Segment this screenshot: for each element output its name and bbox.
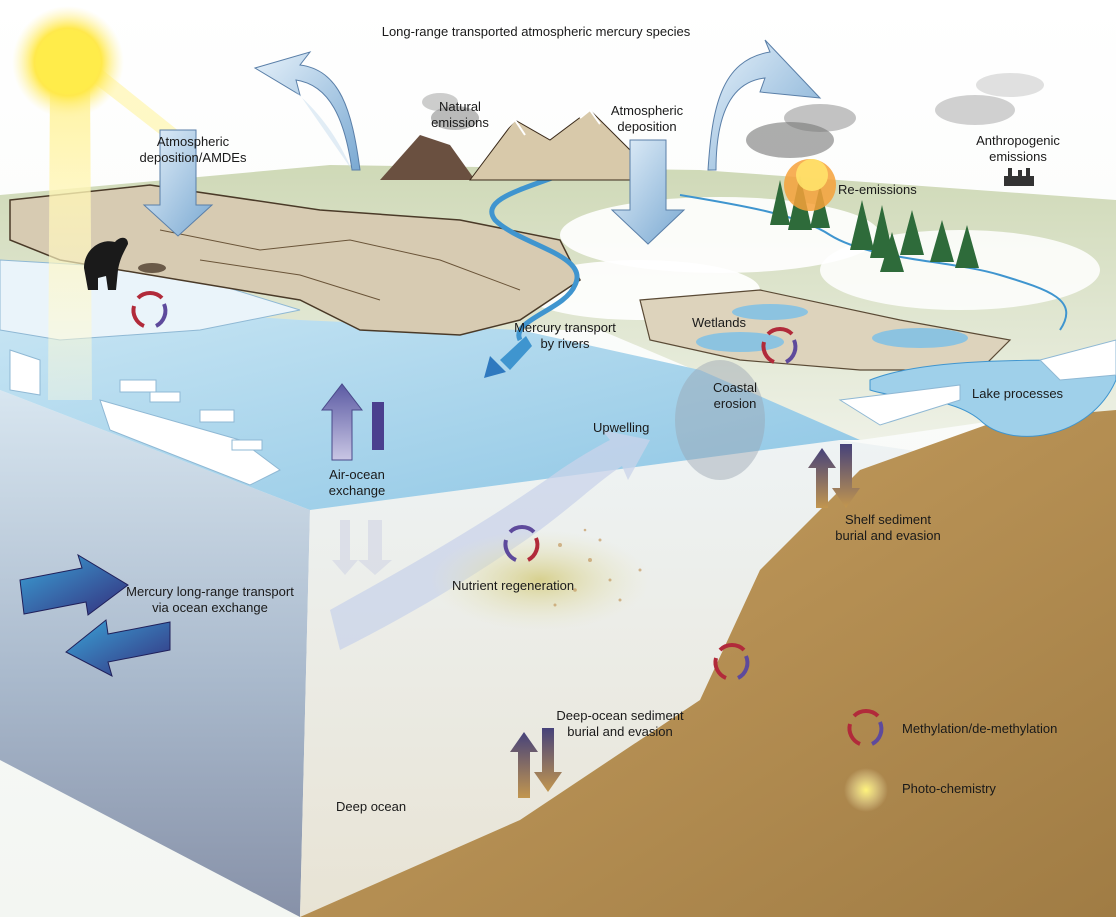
mountains: [380, 108, 651, 181]
ocean-transport-line2: via ocean exchange: [152, 600, 268, 615]
shelf-line1: Shelf sediment: [845, 512, 931, 527]
ocean-transport-arrow-out: [65, 619, 171, 677]
river: [489, 172, 580, 342]
river-transport-label: Mercury transport by rivers: [495, 320, 635, 352]
shelf-line2: burial and evasion: [835, 528, 941, 543]
anthropogenic-line2: emissions: [989, 149, 1047, 164]
nutrient-cloud: [430, 530, 650, 630]
deep-ocean-sediment-label: Deep-ocean sediment burial and evasion: [540, 708, 700, 740]
air-ocean-exchange-label: Air-ocean exchange: [312, 467, 402, 499]
shelf-up-arrow: [808, 448, 836, 508]
river-transport-line2: by rivers: [540, 336, 590, 351]
shelf-sediment-label: Shelf sediment burial and evasion: [818, 512, 958, 544]
long-range-atmospheric-label: Long-range transported atmospheric mercu…: [381, 24, 691, 39]
amdes-deposition-label: Atmospheric deposition/AMDEs: [128, 134, 258, 166]
upwelling-label: Upwelling: [593, 420, 650, 435]
forest: [770, 175, 979, 272]
air-ocean-line1: Air-ocean: [329, 467, 385, 482]
deep-sed-line1: Deep-ocean sediment: [556, 708, 684, 723]
polar-bear-icon: [84, 237, 128, 290]
atmospheric-deposition-line1: Atmospheric: [610, 103, 684, 118]
legend-methylation-label: Methylation/de-methylation: [902, 721, 1058, 736]
deep-down-arrow: [534, 728, 562, 792]
ocean-transport-label: Mercury long-range transport via ocean e…: [100, 584, 320, 616]
coastal-erosion-label: Coastal erosion: [690, 380, 780, 412]
atmospheric-deposition-label: Atmospheric deposition: [592, 103, 702, 135]
natural-emissions-line1: Natural: [439, 99, 481, 114]
lake: [838, 339, 1116, 437]
coastal-erosion-line2: erosion: [713, 396, 757, 411]
atmospheric-deposition-arrow: [610, 139, 686, 245]
re-emissions-label: Re-emissions: [838, 182, 917, 197]
anthropogenic-emissions-label: Anthropogenic emissions: [958, 133, 1078, 165]
methylation-icon-sea-ice: [131, 291, 168, 328]
coastal-erosion-line1: Coastal: [712, 380, 758, 395]
sea-floor: [300, 400, 1116, 917]
nutrient-regeneration-label: Nutrient regeneration: [452, 578, 575, 593]
ocean-transport-line1: Mercury long-range transport: [126, 584, 294, 599]
methylation-icon-nutrient: [503, 525, 540, 562]
shelf-down-arrow: [832, 444, 860, 508]
legend-methylation-icon: [847, 709, 884, 746]
methylation-icon-wetlands: [761, 327, 798, 364]
deep-up-arrow: [510, 732, 538, 798]
wetlands-label: Wetlands: [692, 315, 746, 330]
methylation-icon-slope: [713, 643, 750, 680]
legend-photochemistry-label: Photo-chemistry: [902, 781, 996, 796]
amdes-deposition-line2: deposition/AMDEs: [139, 150, 247, 165]
anthropogenic-line1: Anthropogenic: [976, 133, 1060, 148]
sunlight-beam: [48, 80, 92, 400]
air-ocean-up-arrow: [320, 383, 364, 461]
legend-photochemistry-icon: [844, 768, 888, 812]
natural-emissions-label: Natural emissions: [410, 99, 510, 131]
amdes-deposition-arrow: [142, 129, 214, 237]
air-ocean-line2: exchange: [328, 483, 386, 498]
atmospheric-deposition-line2: deposition: [617, 119, 677, 134]
river-transport-line1: Mercury transport: [514, 320, 616, 335]
long-range-arrow-right: [707, 39, 822, 171]
deep-sed-line2: burial and evasion: [567, 724, 673, 739]
ocean-transport-arrow-in: [19, 553, 129, 616]
deep-ocean-label: Deep ocean: [336, 799, 407, 814]
factory-icon: [1004, 168, 1034, 186]
amdes-deposition-line1: Atmospheric: [156, 134, 230, 149]
lake-processes-label: Lake processes: [972, 386, 1064, 401]
natural-emissions-line2: emissions: [431, 115, 489, 130]
river-transport-arrow: [484, 342, 528, 378]
deep-ocean-front-face: [0, 390, 310, 917]
air-ocean-down-arrow: [372, 402, 384, 450]
